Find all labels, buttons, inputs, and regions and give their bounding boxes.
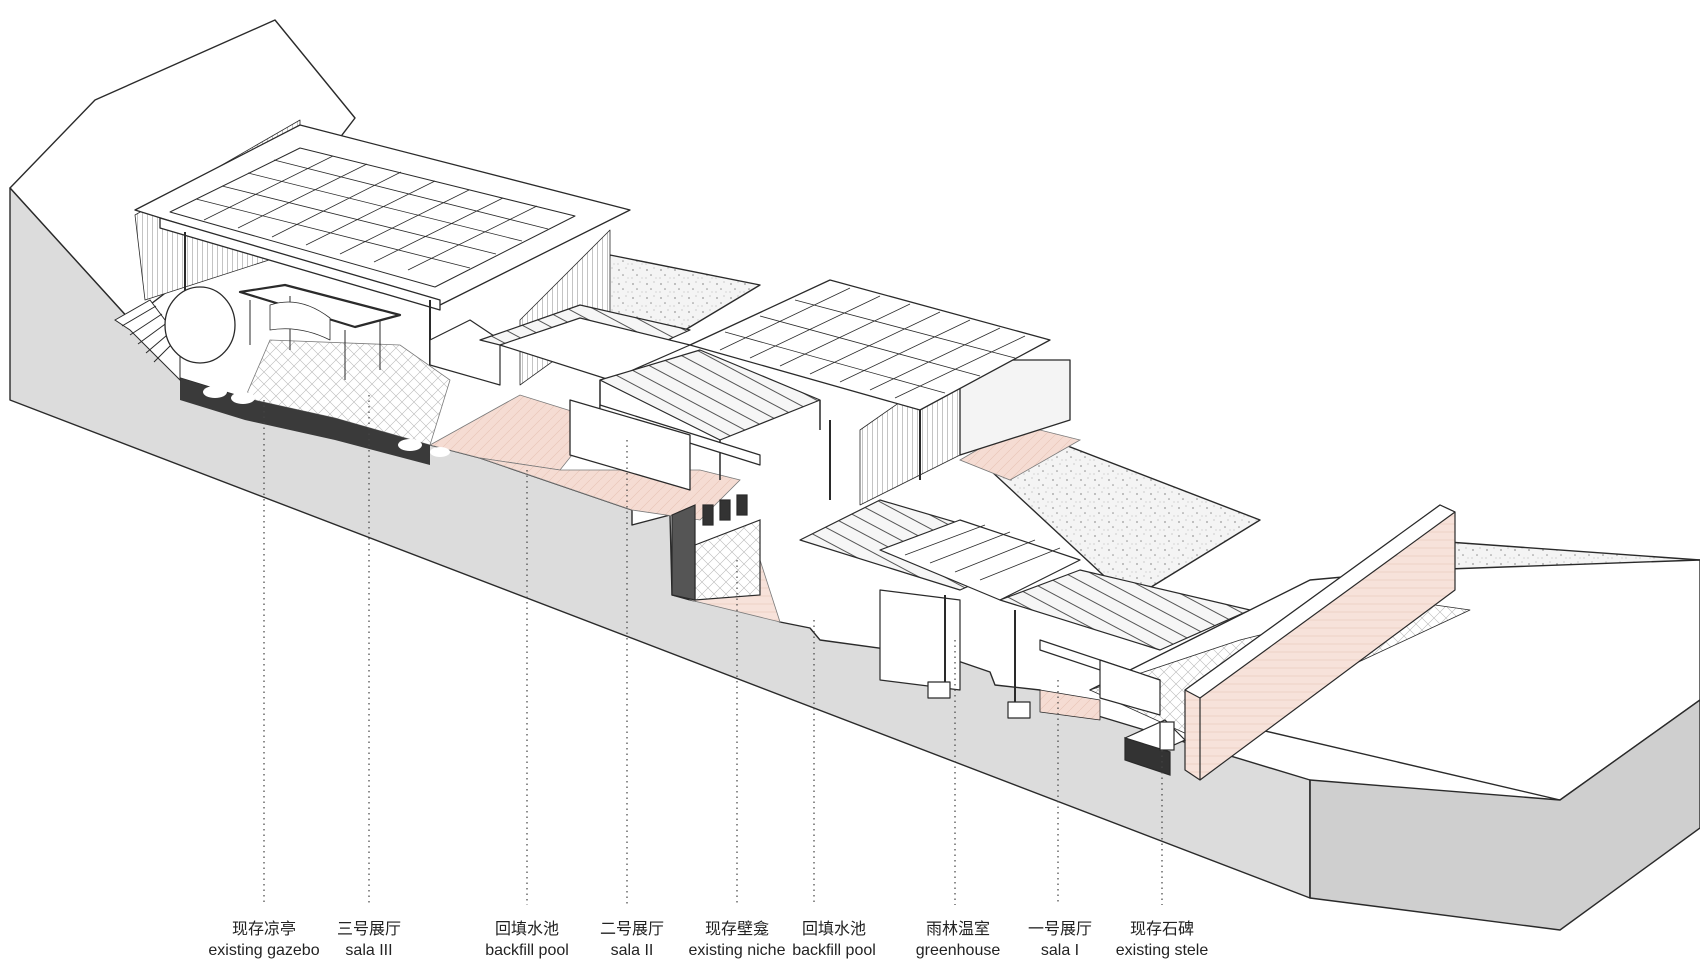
label-en: existing stele [1115,942,1209,959]
greenhouse-glass [879,589,961,691]
label-zh: 回填水池 [801,919,866,938]
label-zh: 三号展厅 [336,919,401,938]
hill-stairs [114,299,181,382]
label-existing-stele: 现存石碑 existing stele [1087,918,1237,962]
label-zh: 现存石碑 [1129,919,1194,938]
label-sala-ii: 二号展厅 sala II [557,918,707,962]
label-existing-niche: 现存壁龛 existing niche [662,918,812,962]
label-backfill-pool-1: 回填水池 backfill pool [452,918,602,962]
greenhouse [799,499,1251,721]
sala-i-pink-floor [1039,689,1101,721]
greenhouse-planter [927,681,951,699]
existing-stele [1123,719,1187,776]
label-en: sala II [610,942,654,959]
label-greenhouse: 雨林温室 greenhouse [883,918,1033,962]
sala-i-wall [1099,659,1161,716]
label-existing-gazebo: 现存凉亭 existing gazebo [189,918,339,962]
sala-i-roof-slats [999,569,1251,651]
label-zh: 现存壁龛 [704,919,769,938]
label-en: existing gazebo [208,942,320,959]
label-zh: 二号展厅 [599,919,664,938]
label-zh: 现存凉亭 [231,919,296,938]
label-en: backfill pool [485,942,569,959]
sala-iii-beam [159,217,441,311]
label-sala-iii: 三号展厅 sala III [294,918,444,962]
leader-lines [263,395,1163,905]
label-zh: 雨林温室 [925,919,990,938]
brick-wall [1184,504,1456,781]
label-sala-i: 一号展厅 sala I [985,918,1135,962]
moon-gate [164,286,236,364]
label-zh: 一号展厅 [1027,919,1092,938]
sala-ii-side-wall [959,359,1071,456]
label-en: existing niche [688,942,786,959]
sala-ii-inner-wall [569,399,691,491]
sala-iii-roof-grid [169,147,576,288]
sala-ii [569,279,1071,506]
sala-iii-foundation [180,378,450,465]
label-en: backfill pool [792,942,876,959]
label-backfill-pool-2: 回填水池 backfill pool [759,918,909,962]
sala-iii [134,119,631,386]
greenhouse-planter [1007,701,1031,719]
greenhouse-frame [879,519,1081,601]
corridor-deck-1 [429,319,501,386]
label-en: sala I [1040,942,1080,959]
label-zh: 回填水池 [494,919,559,938]
existing-niche [671,494,761,601]
label-en: sala III [345,942,393,959]
label-en: greenhouse [915,942,1001,959]
